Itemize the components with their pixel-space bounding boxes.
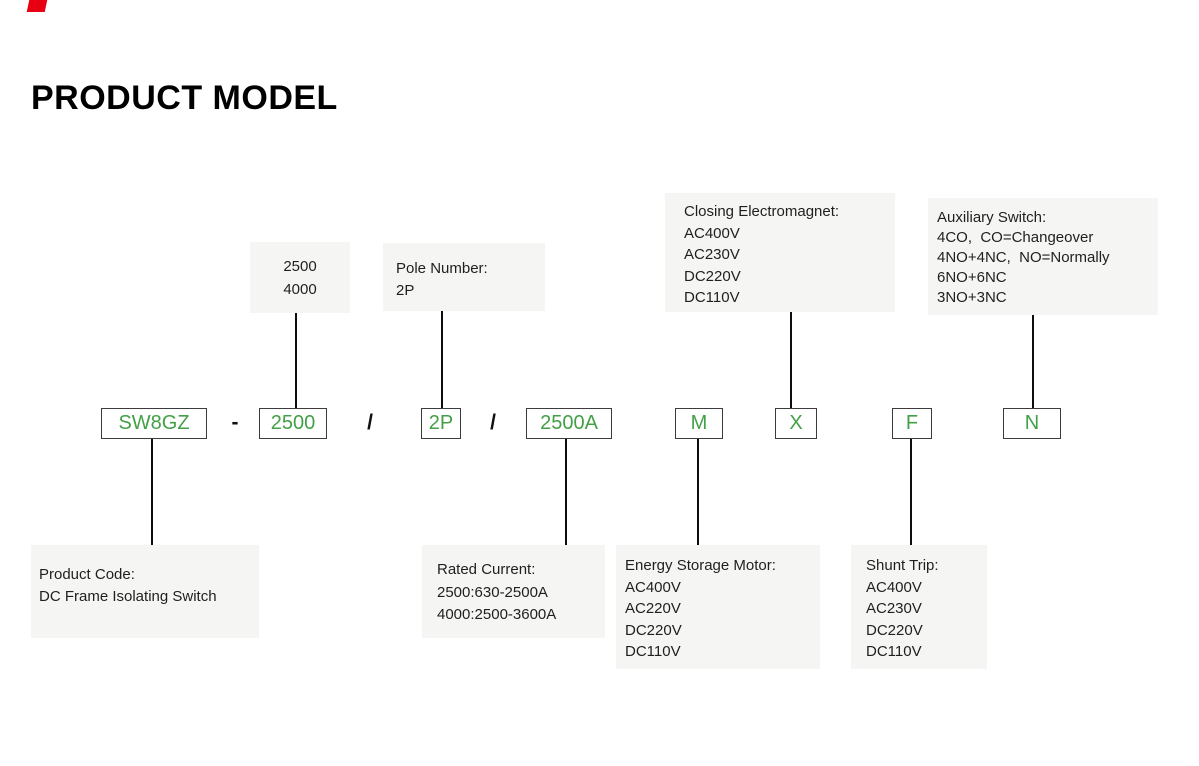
connector-line-auxiliary-switch — [1032, 315, 1034, 408]
code-box-pole-number: 2P — [421, 408, 461, 439]
separator-slash-1: / — [367, 411, 373, 434]
callout-pole-number: Pole Number:2P — [383, 243, 545, 311]
page-title: PRODUCT MODEL — [31, 78, 338, 117]
separator-dash: - — [231, 411, 239, 434]
separator-slash-2: / — [490, 411, 496, 434]
code-box-closing-electromagnet: X — [775, 408, 817, 439]
connector-line-closing-electromagnet — [790, 312, 792, 408]
connector-line-frame-size — [295, 313, 297, 408]
code-box-frame-size: 2500 — [259, 408, 327, 439]
connector-line-energy-storage-motor — [697, 439, 699, 545]
connector-line-pole-number — [441, 311, 443, 408]
code-box-auxiliary-switch: N — [1003, 408, 1061, 439]
code-box-product-code: SW8GZ — [101, 408, 207, 439]
connector-line-rated-current — [565, 439, 567, 545]
callout-product-code: Product Code:DC Frame Isolating Switch — [31, 545, 259, 638]
logo-mark — [26, 0, 48, 12]
connector-line-shunt-trip — [910, 439, 912, 545]
code-box-rated-current: 2500A — [526, 408, 612, 439]
code-box-energy-storage-motor: M — [675, 408, 723, 439]
connector-line-product-code — [151, 439, 153, 545]
code-box-shunt-trip: F — [892, 408, 932, 439]
